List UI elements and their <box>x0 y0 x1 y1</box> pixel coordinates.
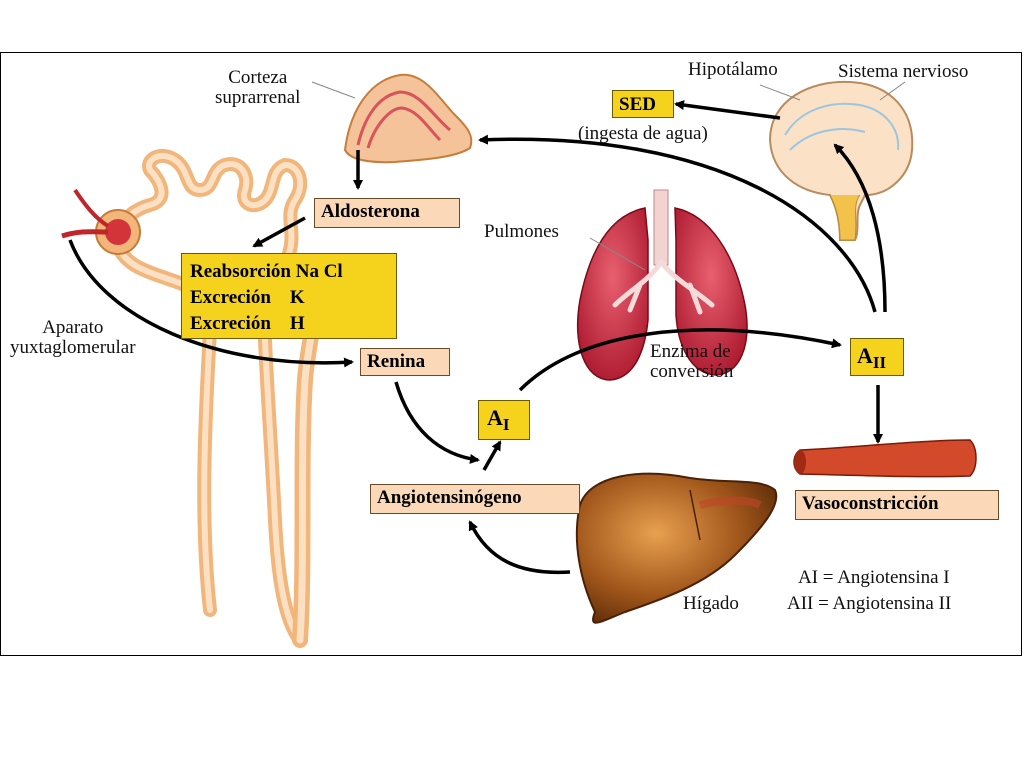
excrecion-label-1: Excreción <box>190 287 271 308</box>
label-ingesta: (ingesta de agua) <box>578 123 708 144</box>
label-enzima: Enzima de conversión <box>650 342 733 382</box>
label-hipotalamo: Hipotálamo <box>688 59 778 80</box>
excrecion-label-2: Excreción <box>190 313 271 334</box>
aii-sub: II <box>872 353 887 372</box>
nephron-icon <box>61 148 322 648</box>
aldosterona-box: Aldosterona <box>314 198 460 228</box>
arrow-aii-corteza <box>478 134 877 313</box>
arrow-aldosterona-reabsorcion <box>252 216 306 248</box>
arrow-hipotalamo-sed <box>674 100 781 120</box>
angiotensinogeno-box: Angiotensinógeno <box>370 484 580 514</box>
ai-sub: I <box>502 415 510 434</box>
arrows <box>68 100 887 575</box>
label-higado: Hígado <box>683 593 739 614</box>
liver-icon <box>575 472 778 624</box>
arrow-aii-hipotalamo <box>833 143 887 313</box>
reabsorcion-box: Reabsorción Na Cl Excreción K Excreción … <box>181 253 397 339</box>
aii-box: AII <box>850 338 904 376</box>
leader-lines <box>311 81 906 271</box>
label-aparato-line2: yuxtaglomerular <box>10 337 136 358</box>
reabsorcion-label: Reabsorción <box>190 261 291 282</box>
ai-letter: A <box>487 405 503 430</box>
arrow-higado-angiotensinogeno <box>468 520 571 575</box>
label-aparato: Aparato yuxtaglomerular <box>10 318 136 358</box>
adrenal-gland-icon <box>343 73 473 164</box>
label-enzima-line1: Enzima de <box>650 341 731 362</box>
renina-box: Renina <box>360 348 450 376</box>
ai-box: AI <box>478 400 530 440</box>
legend-aii: AII = Angiotensina II <box>787 593 952 614</box>
label-pulmones: Pulmones <box>484 221 559 242</box>
label-aparato-line1: Aparato <box>42 317 104 338</box>
label-corteza-line1: Corteza <box>228 67 288 88</box>
arrow-ai-aii <box>518 328 842 392</box>
brain-icon <box>768 80 914 241</box>
excrecion-h-row: Excreción H <box>190 311 388 337</box>
label-sistema-nervioso: Sistema nervioso <box>838 61 969 82</box>
k-label: K <box>289 287 305 308</box>
arrow-angiotensinogeno-ai <box>482 440 502 471</box>
vasoconstriccion-box: Vasoconstricción <box>795 490 999 520</box>
arrow-aparato-renina <box>68 239 354 368</box>
legend-ai: AI = Angiotensina I <box>798 567 950 588</box>
reabsorcion-row: Reabsorción Na Cl <box>190 259 388 285</box>
label-enzima-line2: conversión <box>650 361 734 382</box>
label-corteza: Corteza suprarrenal <box>215 68 300 108</box>
excrecion-k-row: Excreción K <box>190 285 388 311</box>
na-cl-label: Na Cl <box>295 261 343 282</box>
h-label: H <box>289 313 305 334</box>
label-corteza-line2: suprarrenal <box>215 87 301 108</box>
blood-vessel-icon <box>793 439 977 478</box>
arrow-renina-ai <box>394 381 480 464</box>
aii-letter: A <box>857 343 873 368</box>
sed-box: SED <box>612 90 674 118</box>
